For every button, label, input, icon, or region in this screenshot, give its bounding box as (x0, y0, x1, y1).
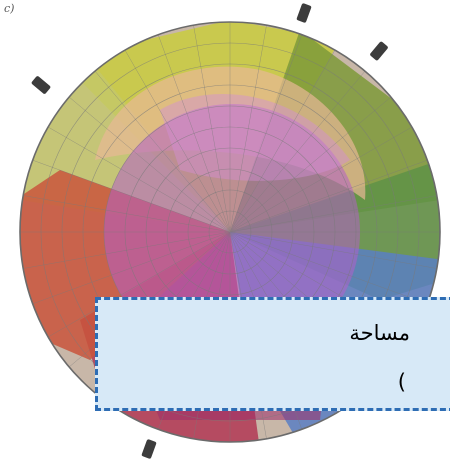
grid-spoke (32, 159, 231, 233)
perimeter-tick (141, 439, 157, 459)
grid-spoke (23, 231, 231, 269)
grid-spoke (229, 195, 437, 233)
grid-spoke (229, 49, 336, 233)
callout-text-line2: ( (397, 370, 406, 394)
grid-spoke (124, 49, 231, 233)
grid-spoke (23, 195, 231, 233)
grid-spoke (193, 25, 231, 233)
grid-spoke (68, 96, 231, 233)
grid-spoke (229, 159, 428, 233)
grid-spoke (47, 231, 231, 338)
perimeter-tick (296, 3, 312, 23)
perimeter-tick (370, 41, 388, 61)
callout-box: مساحة ( (95, 297, 450, 411)
grid-spoke (32, 231, 231, 305)
grid-spoke (229, 231, 428, 305)
perimeter-tick (31, 76, 51, 94)
grid-spoke (47, 126, 231, 233)
callout-text-line1: مساحة (349, 321, 410, 345)
grid-spoke (229, 70, 366, 233)
grid-spoke (229, 25, 267, 233)
grid-spoke (229, 96, 392, 233)
grid-spokes (20, 22, 440, 442)
grid-spoke (229, 34, 303, 233)
figure-label: c) (4, 2, 15, 15)
region-pink (160, 94, 350, 181)
grid-spoke (229, 126, 413, 233)
grid-spoke (157, 34, 231, 233)
disc-outline (19, 21, 441, 443)
grid-spoke (94, 70, 231, 233)
grid-spoke (229, 231, 437, 269)
